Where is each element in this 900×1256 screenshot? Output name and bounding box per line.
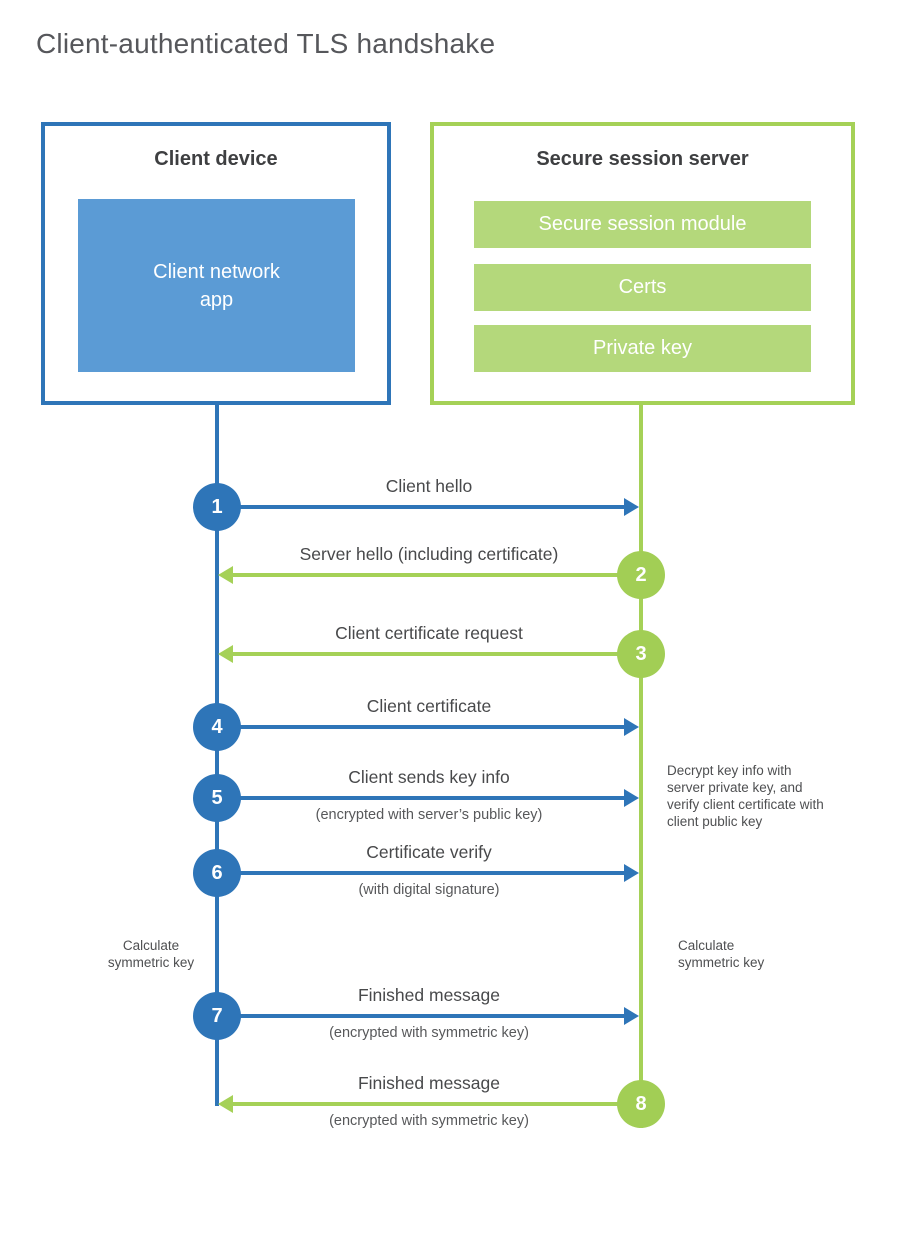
arrow-left-icon (218, 566, 233, 584)
step-label: Certificate verify (366, 842, 492, 862)
step-label: Client sends key info (348, 767, 510, 787)
client-network-app-box: Client network app (78, 199, 355, 372)
step-number-badge: 8 (617, 1080, 665, 1128)
arrow-line (233, 652, 641, 656)
secure-session-server-title: Secure session server (536, 148, 749, 170)
arrow-line (217, 1014, 624, 1018)
decrypt-note: Decrypt key info with server private key… (667, 763, 824, 829)
step-label: Finished message (357, 985, 501, 1005)
step-label: Client hello (385, 476, 473, 496)
client-lifeline (215, 405, 219, 1106)
step-sublabel: (encrypted with symmetric key) (329, 1113, 529, 1129)
arrow-right-icon (624, 498, 639, 516)
arrow-left-icon (218, 1095, 233, 1113)
step-number-badge: 3 (617, 630, 665, 678)
arrow-right-icon (624, 789, 639, 807)
arrow-right-icon (624, 864, 639, 882)
step-number-badge: 6 (193, 849, 241, 897)
client-device-title: Client device (154, 148, 278, 170)
step-sublabel: (with digital signature) (358, 882, 500, 898)
calculate-symmetric-key-server: Calculate symmetric key (678, 938, 765, 970)
step-label: Server hello (including certificate) (299, 544, 559, 564)
step-sublabel: (encrypted with server’s public key) (315, 807, 543, 823)
arrow-left-icon (218, 645, 233, 663)
arrow-line (217, 871, 624, 875)
calculate-symmetric-key-client: Calculate symmetric key (107, 938, 195, 970)
server-lifeline (639, 405, 643, 1128)
step-number-badge: 5 (193, 774, 241, 822)
step-sublabel: (encrypted with symmetric key) (329, 1025, 529, 1041)
arrow-line (217, 505, 624, 509)
client-device-box: Client device Client network app (41, 122, 391, 405)
arrow-line (217, 796, 624, 800)
page-title: Client-authenticated TLS handshake (36, 28, 496, 59)
step-number-badge: 7 (193, 992, 241, 1040)
secure-session-module-bar: Secure session module (474, 201, 811, 248)
secure-session-server-box: Secure session server Secure session mod… (430, 122, 855, 405)
step-number-badge: 4 (193, 703, 241, 751)
certs-bar: Certs (474, 264, 811, 311)
arrow-line (233, 573, 641, 577)
step-number-badge: 2 (617, 551, 665, 599)
step-label: Client certificate request (335, 623, 523, 643)
step-label: Finished message (357, 1073, 501, 1093)
arrow-line (233, 1102, 641, 1106)
step-number-badge: 1 (193, 483, 241, 531)
arrow-line (217, 725, 624, 729)
private-key-bar: Private key (474, 325, 811, 372)
step-label: Client certificate (366, 696, 492, 716)
arrow-right-icon (624, 718, 639, 736)
arrow-right-icon (624, 1007, 639, 1025)
